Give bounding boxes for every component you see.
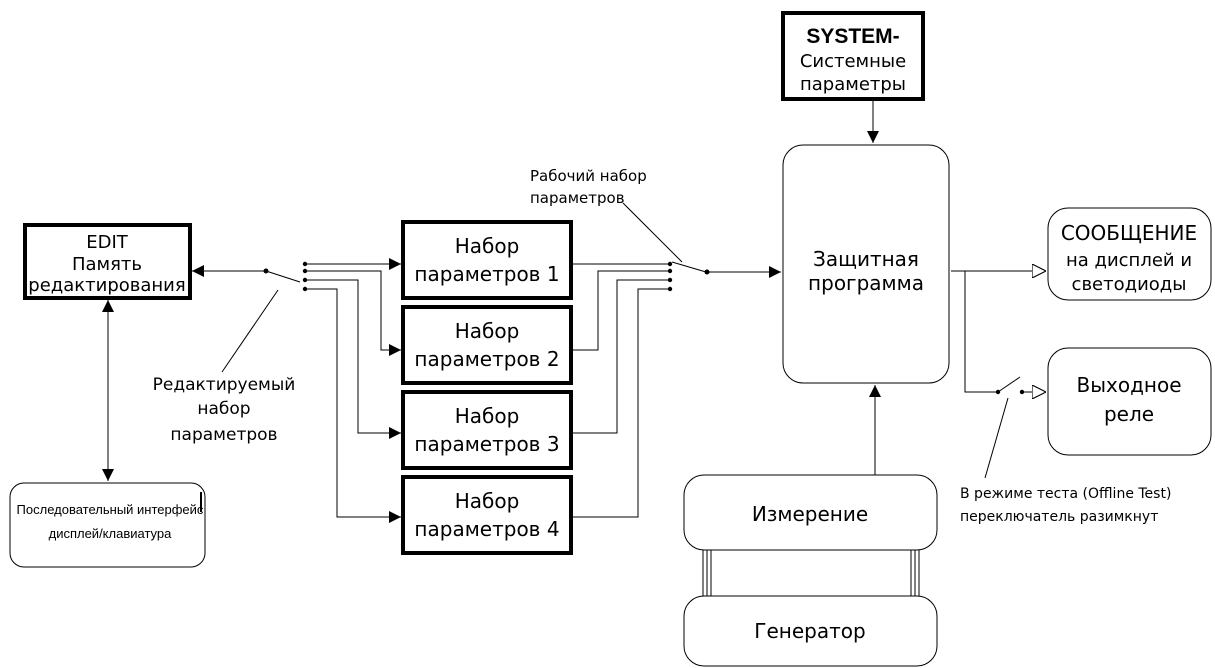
- edit-box-title: EDIT: [86, 232, 129, 253]
- working-set-label-line1: Рабочий набор: [530, 167, 647, 185]
- working-set-selector-switch: [573, 261, 781, 518]
- edit-to-set2-arrow: [305, 270, 401, 356]
- parameter-set-1-line1: Набор: [455, 234, 520, 258]
- edited-set-label-line1: Редактируемый: [153, 375, 296, 395]
- relay-box-line2: реле: [1104, 402, 1154, 426]
- working-set-pointer: [622, 202, 683, 263]
- message-box-title: СООБЩЕНИЕ: [1061, 221, 1197, 245]
- edit-memory-box: EDIT Память редактирования: [23, 223, 192, 300]
- output-relay-box: Выходное реле: [1047, 347, 1212, 456]
- interface-box-line1: Последовательный интерфейс: [17, 502, 204, 517]
- edit-box-line2: Память: [72, 254, 142, 275]
- generator-box-label: Генератор: [754, 619, 865, 643]
- parameter-set-2-line2: параметров 2: [414, 347, 559, 371]
- test-note-line2: переключатель разимкнут: [960, 509, 1158, 525]
- edit-selector-switch: [192, 258, 401, 523]
- edit-switch-arm: [265, 270, 301, 283]
- generator-box: Генератор: [683, 595, 938, 667]
- working-set-label-line2: параметров: [530, 189, 625, 207]
- protection-box-line2: программа: [808, 271, 924, 295]
- protection-program-box: Защитная программа: [782, 144, 950, 384]
- parameter-set-1-box: Набор параметров 1: [401, 220, 573, 300]
- relay-switch: [964, 271, 1046, 479]
- set3-to-switch-line: [573, 279, 668, 434]
- parameter-set-1-line2: параметров 1: [414, 262, 559, 286]
- relay-switch-arm: [997, 376, 1021, 393]
- edited-set-pointer: [221, 289, 279, 373]
- generator-measurement-link: [702, 550, 920, 596]
- edit-to-set3-arrow: [305, 279, 401, 439]
- edited-set-label-line3: параметров: [170, 425, 277, 445]
- protection-to-relay-line: [964, 271, 998, 393]
- test-note-line1: В режиме теста (Offline Test): [960, 486, 1171, 502]
- system-box-line2: Системные: [800, 51, 906, 72]
- parameter-set-4-line1: Набор: [455, 489, 520, 513]
- edit-box-line3: редактирования: [28, 275, 185, 296]
- interface-box-line2: дисплей/клавиатура: [49, 526, 173, 541]
- working-switch-arm: [671, 261, 707, 273]
- message-box: СООБЩЕНИЕ на дисплей и светодиоды: [1047, 207, 1212, 301]
- set2-to-switch-line: [573, 270, 668, 351]
- parameter-set-3-line2: параметров 3: [414, 432, 559, 456]
- relay-box-line1: Выходное: [1076, 373, 1181, 397]
- system-parameters-box: SYSTEM- Системные параметры: [781, 11, 925, 101]
- message-box-line2: на дисплей и: [1066, 250, 1192, 271]
- parameter-set-4-line2: параметров 4: [414, 517, 559, 541]
- set4-to-switch-line: [573, 288, 668, 518]
- protection-box-line1: Защитная: [813, 247, 919, 271]
- parameter-set-2-line1: Набор: [455, 319, 520, 343]
- parameter-set-3-box: Набор параметров 3: [401, 390, 573, 470]
- serial-interface-box: Последовательный интерфейс дисплей/клави…: [9, 482, 206, 568]
- edited-set-label-line2: набор: [197, 399, 250, 419]
- test-note-pointer: [984, 397, 1009, 479]
- system-box-line3: параметры: [800, 74, 906, 95]
- measurement-box: Измерение: [683, 474, 938, 551]
- parameter-set-4-box: Набор параметров 4: [401, 475, 573, 555]
- edit-to-set4-arrow: [305, 288, 401, 523]
- message-box-line3: светодиоды: [1072, 274, 1187, 295]
- parameter-set-2-box: Набор параметров 2: [401, 305, 573, 385]
- measurement-box-label: Измерение: [752, 502, 868, 526]
- system-box-title: SYSTEM-: [806, 25, 899, 48]
- parameter-set-3-line1: Набор: [455, 404, 520, 428]
